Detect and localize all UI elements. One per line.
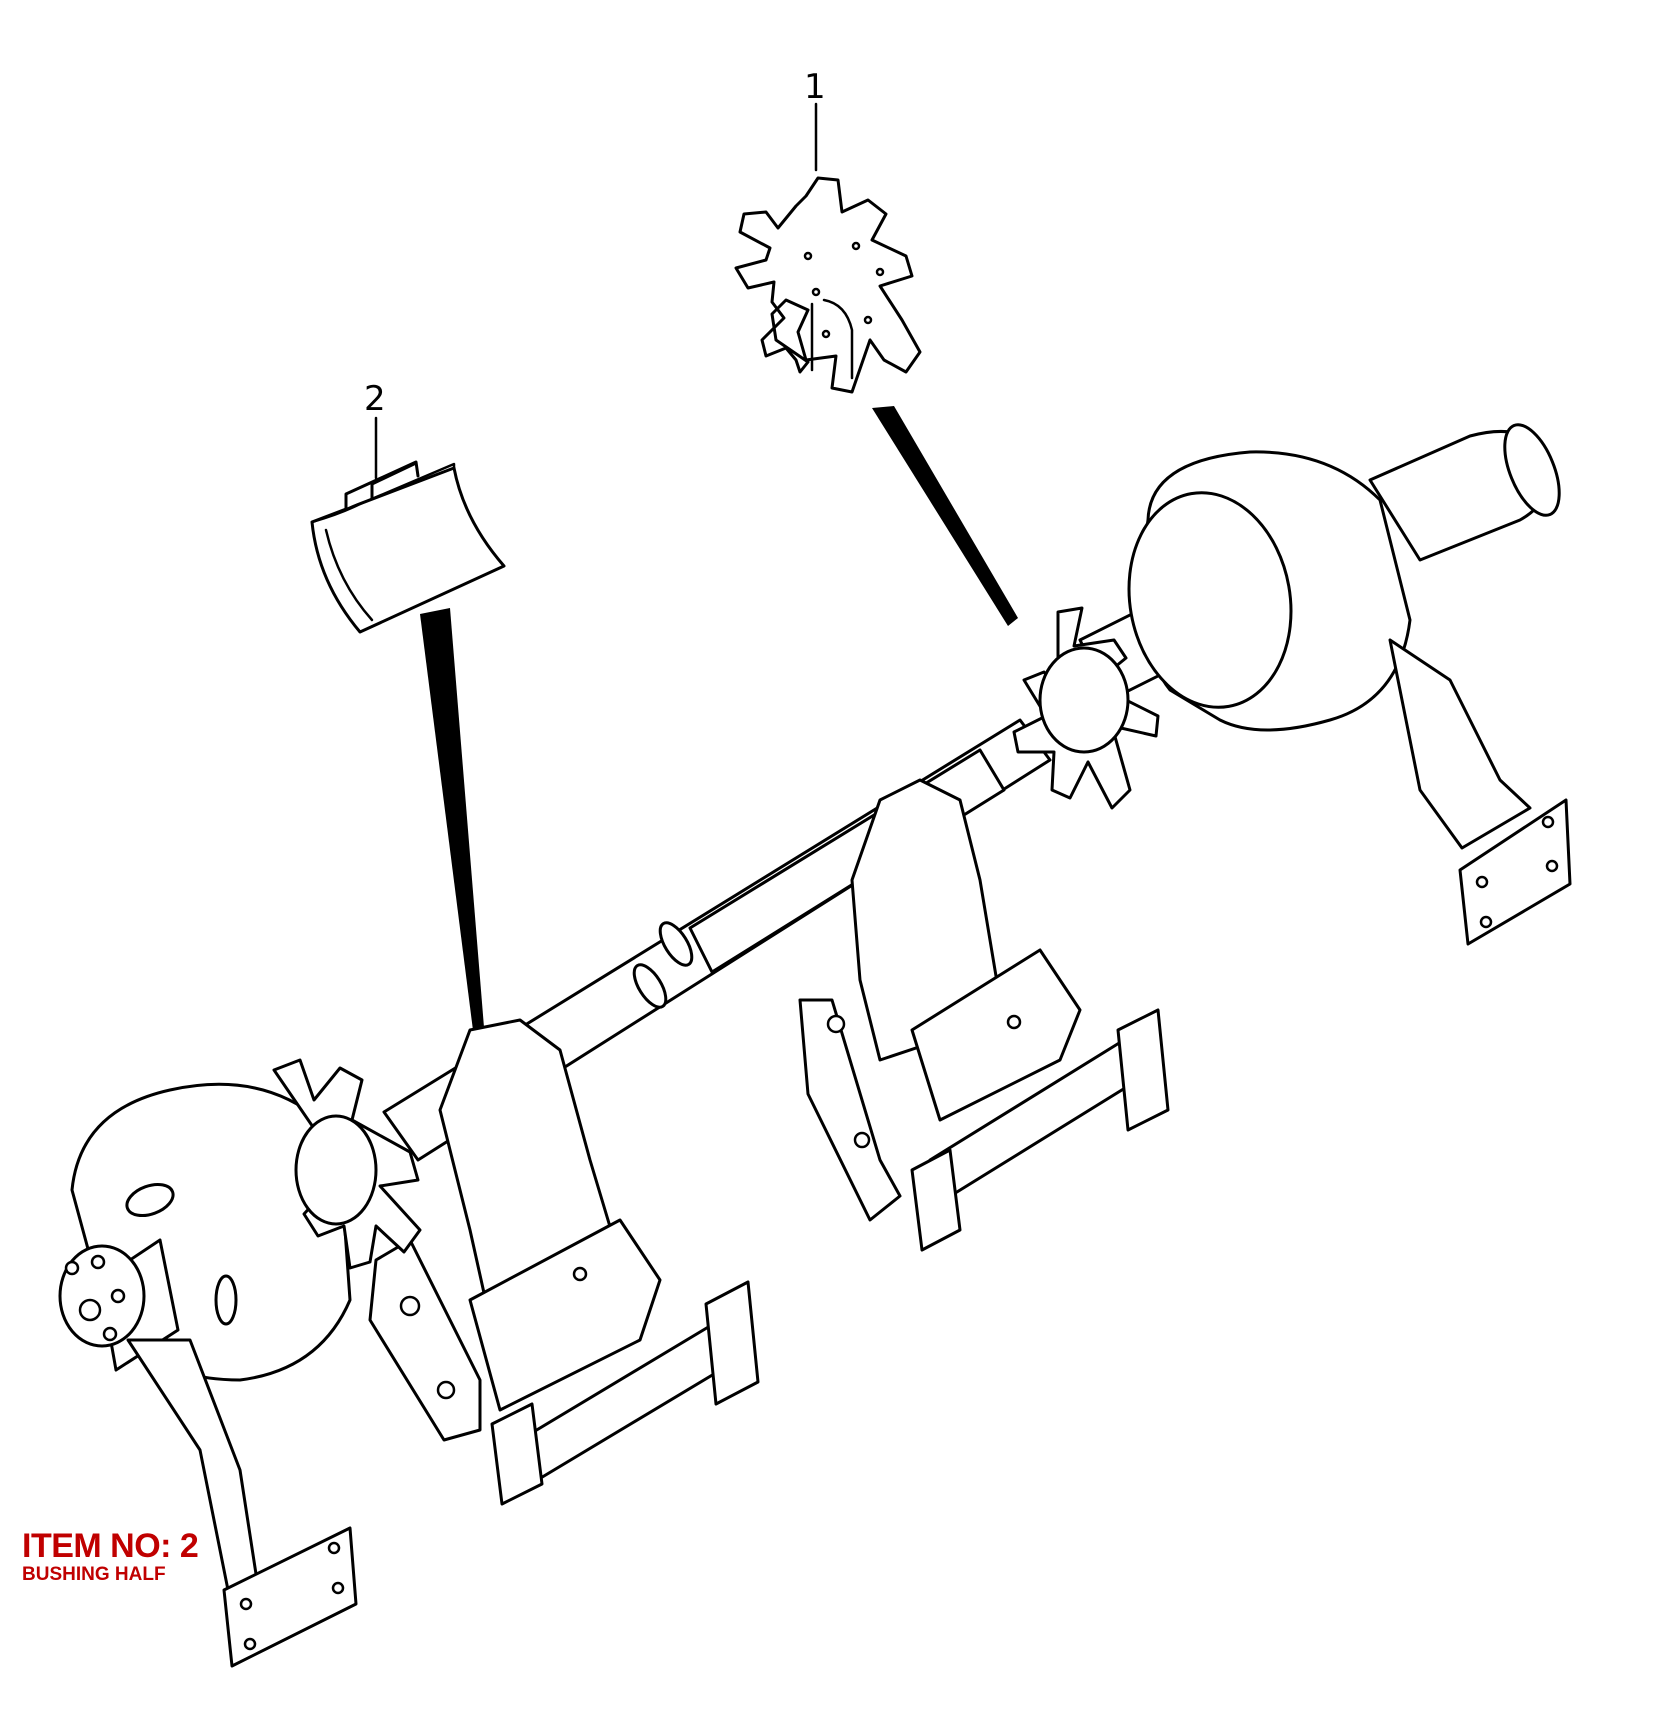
- spider-outline: [734, 176, 922, 394]
- bushing-body: [310, 466, 506, 634]
- spider-coupling-part[interactable]: [734, 176, 922, 394]
- rail-end-left: [910, 1148, 962, 1252]
- bushing-rim: [310, 462, 456, 524]
- middle-bearing-assembly: [798, 778, 1170, 1252]
- bolt-hole: [1479, 915, 1493, 929]
- installed-spider-right: [1012, 606, 1160, 810]
- left-bearing-assembly: [368, 1018, 760, 1506]
- mount-plate: [1458, 798, 1572, 946]
- spider-hole: [851, 241, 861, 251]
- side-plate-hole: [853, 1131, 871, 1149]
- bolt-hole: [239, 1597, 253, 1611]
- callout-number-2[interactable]: 2: [364, 379, 386, 419]
- shaft-break-end: [658, 921, 694, 967]
- bolt-hole: [243, 1637, 257, 1651]
- item-number-title: ITEM NO: 2: [22, 1527, 199, 1565]
- bolt-hole: [1475, 875, 1489, 889]
- bushing-half-part[interactable]: [310, 460, 506, 634]
- bolt-hole: [327, 1541, 341, 1555]
- bolt-hole: [331, 1581, 345, 1595]
- leader-1: [872, 406, 1018, 626]
- side-plate-hole: [399, 1295, 421, 1317]
- bolt-hole: [1541, 815, 1555, 829]
- mount-plate: [222, 1526, 358, 1668]
- coupling-hub: [1038, 646, 1130, 754]
- cylinder-block: [468, 1218, 662, 1412]
- coupling-hub: [294, 1114, 378, 1226]
- hub-bolt: [110, 1288, 126, 1304]
- side-plate-hole: [826, 1014, 846, 1034]
- right-drum-housing: [1127, 423, 1572, 946]
- drum-slot: [125, 1182, 175, 1218]
- spider-hole: [875, 267, 885, 277]
- rail-end-right: [1116, 1008, 1170, 1132]
- hub-bolt: [102, 1326, 118, 1342]
- item-label: ITEM NO: 2 BUSHING HALF: [22, 1527, 199, 1586]
- left-drum-housing: [58, 1082, 358, 1668]
- cylinder-block: [910, 948, 1082, 1122]
- rail-end-right: [704, 1280, 760, 1406]
- bearing-body: [850, 778, 1002, 1062]
- hub-bolt: [90, 1254, 106, 1270]
- drum-slot: [214, 1274, 238, 1326]
- cylinder-bolt: [1006, 1014, 1022, 1030]
- side-plate-hole: [436, 1380, 456, 1400]
- rail-end-left: [490, 1402, 544, 1506]
- motor-end-cap: [1503, 423, 1561, 517]
- side-plate: [368, 1238, 482, 1442]
- callout-number-1[interactable]: 1: [804, 67, 826, 107]
- drum-face: [1127, 491, 1293, 709]
- support-arm: [1388, 638, 1532, 850]
- hub-center: [78, 1298, 102, 1322]
- shaft-break-end: [632, 963, 668, 1009]
- installed-spider-left: [272, 1058, 422, 1270]
- item-description: BUSHING HALF: [22, 1564, 166, 1585]
- bolt-hole: [1545, 859, 1559, 873]
- cylinder-bolt: [572, 1266, 588, 1282]
- spider-hole: [803, 251, 813, 261]
- side-plate: [798, 998, 902, 1222]
- hub-face: [58, 1244, 146, 1348]
- hub-bolt: [64, 1260, 80, 1276]
- leader-2: [420, 608, 486, 1054]
- bushing-inner-curve: [324, 528, 374, 622]
- spider-hole: [811, 287, 821, 297]
- bushing-tab-top: [370, 462, 416, 500]
- spider-hole: [821, 329, 831, 339]
- spider-slot: [822, 298, 854, 380]
- spider-hole: [863, 315, 873, 325]
